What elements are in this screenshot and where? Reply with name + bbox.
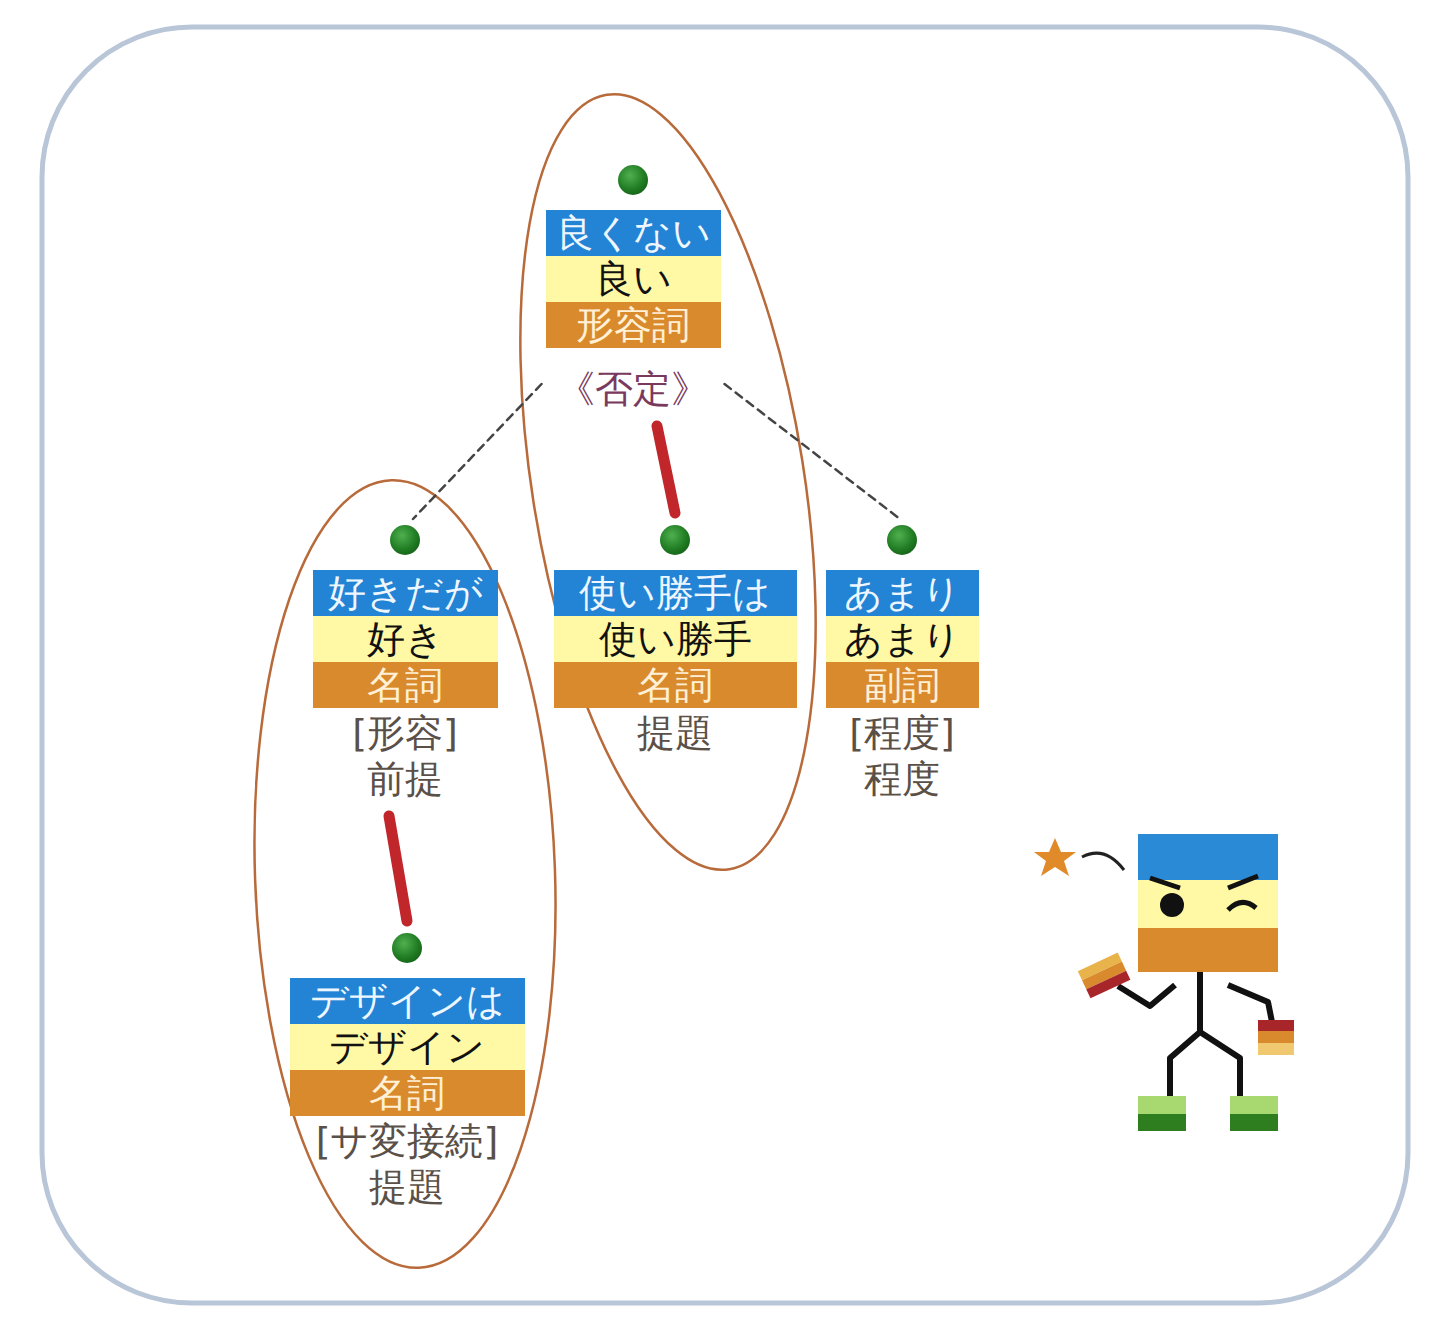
mascot-legs <box>1170 972 1240 1096</box>
mascot-face <box>1138 880 1278 928</box>
outer-frame <box>42 27 1408 1303</box>
annotation-text: 《否定》 <box>546 366 721 412</box>
mascot-eye <box>1160 893 1184 917</box>
token-block: 好きだが好き名詞[形容]前提 <box>313 525 498 802</box>
mascot-foot <box>1230 1096 1278 1114</box>
mascot-block-band <box>1086 971 1130 999</box>
pos-band: 名詞 <box>313 662 498 708</box>
dependency-link <box>389 816 407 921</box>
annotation-text: 程度 <box>826 756 979 802</box>
base-band: 使い勝手 <box>554 616 797 662</box>
pos-band: 名詞 <box>554 662 797 708</box>
mascot-star <box>1034 838 1076 876</box>
surface-band: 使い勝手は <box>554 570 797 616</box>
node-dot <box>618 165 648 195</box>
base-band: デザイン <box>290 1024 525 1070</box>
surface-band: あまり <box>826 570 979 616</box>
surface-band: 好きだが <box>313 570 498 616</box>
mascot-foot <box>1138 1114 1186 1131</box>
group-ellipse <box>472 74 863 891</box>
token-block: デザインはデザイン名詞[サ変接続]提題 <box>290 933 525 1210</box>
mascot-foot <box>1138 1096 1186 1114</box>
modifier-link <box>413 384 542 519</box>
mascot-foot <box>1230 1114 1278 1131</box>
pos-band: 副詞 <box>826 662 979 708</box>
annotation-text: [サ変接続] <box>290 1118 525 1164</box>
node-dot <box>887 525 917 555</box>
base-band: 良い <box>546 256 721 302</box>
group-ellipse <box>241 475 568 1273</box>
node-dot <box>660 525 690 555</box>
mascot-head-top <box>1138 834 1278 880</box>
modifier-link <box>725 384 901 519</box>
mascot-block-band <box>1258 1031 1294 1043</box>
mascot-wink <box>1228 902 1256 910</box>
token-block: 使い勝手は使い勝手名詞提題 <box>554 525 797 756</box>
mascot-figure <box>1034 834 1294 1131</box>
pos-band: 形容詞 <box>546 302 721 348</box>
surface-band: 良くない <box>546 210 721 256</box>
surface-band: デザインは <box>290 978 525 1024</box>
mascot-arms <box>1118 985 1272 1022</box>
dependency-link <box>657 426 675 513</box>
mascot-block-band <box>1258 1043 1294 1055</box>
mascot-brow <box>1228 876 1258 888</box>
token-block: あまりあまり副詞[程度]程度 <box>826 525 979 802</box>
node-dot <box>390 525 420 555</box>
token-block: 良くない良い形容詞《否定》 <box>546 165 721 412</box>
annotation-text: [程度] <box>826 710 979 756</box>
pos-band: 名詞 <box>290 1070 525 1116</box>
annotation-text: 提題 <box>290 1164 525 1210</box>
annotation-text: 前提 <box>313 756 498 802</box>
mascot-block <box>1078 953 1131 999</box>
annotation-text: 提題 <box>554 710 797 756</box>
mascot-swoosh <box>1082 853 1124 870</box>
annotation-text: [形容] <box>313 710 498 756</box>
mascot-block-band <box>1258 1020 1294 1031</box>
node-dot <box>392 933 422 963</box>
base-band: あまり <box>826 616 979 662</box>
mascot-body <box>1138 928 1278 972</box>
mascot-brow <box>1150 878 1180 888</box>
base-band: 好き <box>313 616 498 662</box>
